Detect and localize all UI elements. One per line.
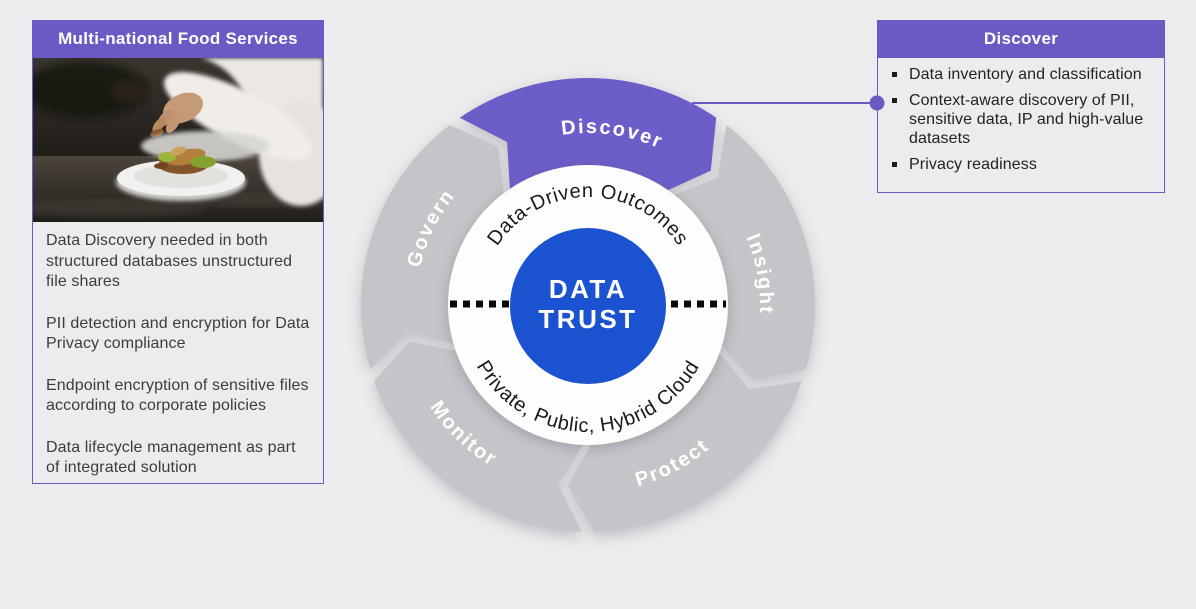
segment-discover [459,77,717,192]
callout-bullet: Privacy readiness [884,155,1156,174]
chef-sleeve [163,72,313,160]
plated-food [154,146,216,174]
case-study-text: Data Discovery needed in both structured… [33,222,323,479]
segment-protect [567,351,802,532]
plate [116,160,246,201]
case-study-paragraph: Data lifecycle management as part of int… [46,438,296,477]
chef-photo-illustration [33,58,323,222]
chef-arm-shadow [33,62,147,118]
segment-govern [361,125,504,370]
discover-callout-panel: Discover Data inventory and classificati… [877,20,1165,193]
case-study-paragraph: PII detection and encryption for Data Pr… [46,314,310,353]
segment-insight [672,125,815,381]
case-study-panel: Multi-national Food Services [32,20,324,484]
chef-hand [150,92,204,138]
case-study-paragraph: Endpoint encryption of sensitive files a… [46,376,309,415]
segment-monitor [374,341,585,532]
case-study-title: Multi-national Food Services [32,20,324,58]
callout-bullet: Context-aware discovery of PII, sensitiv… [884,91,1156,148]
chef-photo [33,58,323,222]
discover-callout-list: Data inventory and classification Contex… [878,58,1164,174]
callout-bullet: Data inventory and classification [884,65,1156,84]
data-trust-circle [510,228,666,384]
discover-callout-title: Discover [877,20,1165,58]
case-study-paragraph: Data Discovery needed in both structured… [46,232,293,290]
